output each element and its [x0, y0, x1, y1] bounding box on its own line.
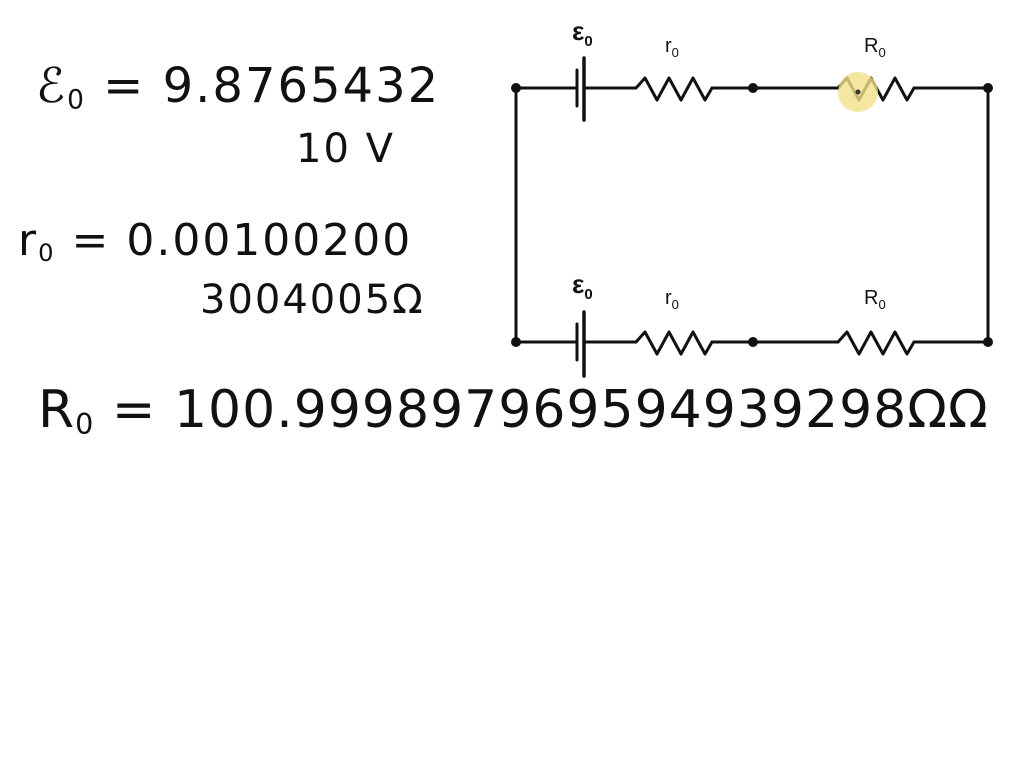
junction-dot [748, 83, 758, 93]
emf-value: = 9.8765432 [103, 58, 441, 114]
R-subscript: 0 [75, 407, 95, 442]
emf-subscript: 0 [67, 84, 86, 116]
emf-value-line: ℰ0 = 9.8765432 [36, 58, 440, 116]
top-load-resistor-label: R0 [864, 35, 886, 60]
bottom-load-resistor [836, 330, 916, 356]
bottom-internal-resistor [634, 330, 714, 356]
emf-symbol: ℰ [36, 58, 68, 114]
bottom-load-resistor-label: R0 [864, 287, 886, 312]
r-value: = 0.00100200 [71, 215, 413, 266]
top-battery-label: ε0 [572, 16, 593, 50]
load-resistance-line: R0 = 100.999897969594939298ΩΩ [38, 380, 989, 441]
junction-dot [511, 83, 521, 93]
bottom-internal-resistor-label: r0 [665, 287, 679, 312]
top-internal-resistor-label: r0 [665, 35, 679, 60]
cursor-dot [855, 89, 861, 95]
junction-dot [983, 83, 993, 93]
internal-resistance-continuation: 3004005Ω [200, 277, 425, 323]
junction-dot [511, 337, 521, 347]
junction-dot [748, 337, 758, 347]
top-internal-resistor [634, 76, 714, 102]
internal-resistance-line: r0 = 0.00100200 [18, 215, 412, 267]
r-subscript: 0 [38, 239, 56, 268]
junction-dot [983, 337, 993, 347]
emf-value-continuation: 10 V [296, 126, 395, 172]
bottom-battery-label: ε0 [572, 269, 593, 303]
R-symbol: R [38, 380, 76, 440]
R-value: = 100.999897969594939298ΩΩ [111, 380, 989, 440]
r-symbol: r [18, 215, 39, 266]
